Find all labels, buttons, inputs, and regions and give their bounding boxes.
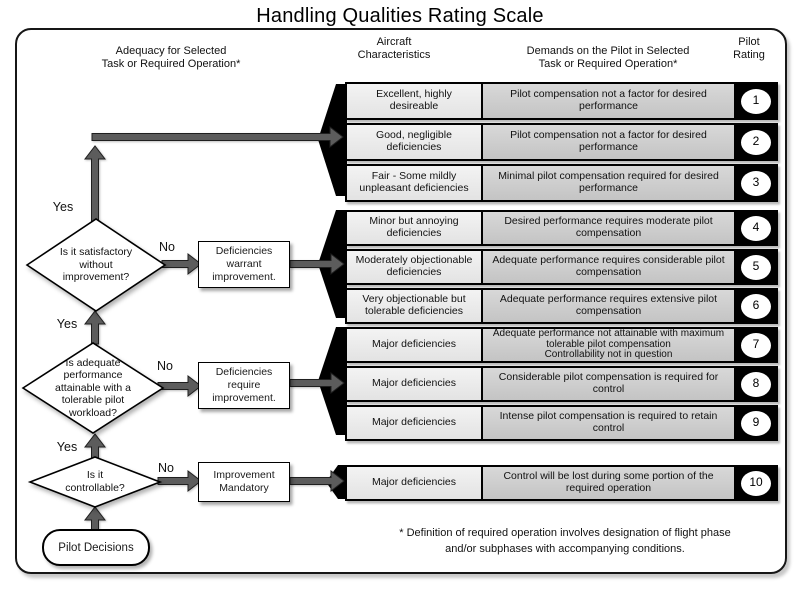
rating-cell-5: 5 <box>734 251 776 283</box>
rating-row-1: Excellent, highly desireable Pilot compe… <box>345 82 778 120</box>
decision-question-2: Is adequate performance attainable with … <box>55 356 131 419</box>
rating-cell-9: 9 <box>734 407 776 439</box>
diagram-border <box>15 28 787 574</box>
rating-group-1: Excellent, highly desireable Pilot compe… <box>345 82 778 202</box>
rating-cell-8: 8 <box>734 368 776 400</box>
action-box-deficiencies-require: Deficiencies require improvement. <box>198 362 290 409</box>
arrow-no-1 <box>161 252 202 276</box>
pilot-demands-5: Adequate performance requires considerab… <box>481 251 734 283</box>
aircraft-characteristics-1: Excellent, highly desireable <box>347 84 481 118</box>
arrow-no-3 <box>157 469 202 493</box>
rating-group-2: Minor but annoying deficiencies Desired … <box>345 210 778 324</box>
pilot-demands-2: Pilot compensation not a factor for desi… <box>481 125 734 159</box>
rating-row-8: Major deficiencies Considerable pilot co… <box>345 366 778 402</box>
rating-row-6: Very objectionable but tolerable deficie… <box>345 288 778 324</box>
arrow-to-group1 <box>91 125 344 149</box>
pilot-demands-4: Desired performance requires moderate pi… <box>481 212 734 244</box>
pilot-demands-10: Control will be lost during some portion… <box>481 467 734 499</box>
rating-cell-2: 2 <box>734 125 776 159</box>
rating-group-3: Major deficiencies Adequate performance … <box>345 327 778 441</box>
yes-label-3: Yes <box>56 440 78 454</box>
aircraft-characteristics-5: Moderately objectionable deficiencies <box>347 251 481 283</box>
rating-cell-10: 10 <box>734 467 776 499</box>
aircraft-characteristics-8: Major deficiencies <box>347 368 481 400</box>
no-label-1: No <box>159 240 175 254</box>
rating-row-3: Fair - Some mildly unpleasant deficienci… <box>345 164 778 202</box>
arrow-to-group4 <box>289 469 345 493</box>
no-label-2: No <box>157 359 173 373</box>
arrow-yes-up-2 <box>83 310 107 345</box>
rating-badge-2: 2 <box>741 129 771 155</box>
pilot-demands-3: Minimal pilot compensation required for … <box>481 166 734 200</box>
pilot-demands-1: Pilot compensation not a factor for desi… <box>481 84 734 118</box>
arrow-to-group2 <box>289 252 345 276</box>
yes-label-2: Yes <box>56 317 78 331</box>
column-header-aircraft-characteristics: Aircraft Characteristics <box>357 36 431 62</box>
pilot-demands-7: Adequate performance not attainable with… <box>481 328 734 361</box>
aircraft-characteristics-10: Major deficiencies <box>347 467 481 499</box>
aircraft-characteristics-9: Major deficiencies <box>347 407 481 439</box>
pilot-demands-6: Adequate performance requires extensive … <box>481 290 734 322</box>
arrow-to-group3 <box>289 371 345 395</box>
pilot-decisions-node: Pilot Decisions <box>42 529 150 566</box>
rating-cell-7: 7 <box>734 329 776 361</box>
rating-badge-10: 10 <box>741 470 771 496</box>
decision-diamond-controllable <box>27 456 163 508</box>
rating-badge-1: 1 <box>741 88 771 114</box>
rating-group-4: Major deficiencies Control will be lost … <box>345 465 778 501</box>
aircraft-characteristics-4: Minor but annoying deficiencies <box>347 212 481 244</box>
aircraft-characteristics-7: Major deficiencies <box>347 329 481 361</box>
aircraft-characteristics-6: Very objectionable but tolerable deficie… <box>347 290 481 322</box>
decision-question-3: Is it controllable? <box>65 469 125 494</box>
arrow-start-up <box>83 506 107 532</box>
rating-badge-9: 9 <box>741 410 771 436</box>
aircraft-characteristics-3: Fair - Some mildly unpleasant deficienci… <box>347 166 481 200</box>
column-header-pilot-rating: Pilot Rating <box>733 36 765 62</box>
yes-label-1: Yes <box>52 200 74 214</box>
no-label-3: No <box>158 461 174 475</box>
page-title: Handling Qualities Rating Scale <box>256 5 544 27</box>
column-header-adequacy: Adequacy for Selected Task or Required O… <box>101 45 241 71</box>
footnote: * Definition of required operation invol… <box>399 527 731 555</box>
rating-badge-4: 4 <box>741 215 771 241</box>
arrow-yes-up-3 <box>83 433 107 460</box>
rating-row-4: Minor but annoying deficiencies Desired … <box>345 210 778 246</box>
aircraft-characteristics-2: Good, negligible deficiencies <box>347 125 481 159</box>
column-header-demands: Demands on the Pilot in Selected Task or… <box>526 45 690 71</box>
rating-cell-4: 4 <box>734 212 776 244</box>
rating-badge-7: 7 <box>741 332 771 358</box>
pilot-demands-9: Intense pilot compensation is required t… <box>481 407 734 439</box>
decision-question-1: Is it satisfactory without improvement? <box>59 246 133 284</box>
rating-row-10: Major deficiencies Control will be lost … <box>345 465 778 501</box>
rating-badge-5: 5 <box>741 254 771 280</box>
rating-badge-8: 8 <box>741 371 771 397</box>
action-box-deficiencies-warrant: Deficiencies warrant improvement. <box>198 241 290 288</box>
action-box-improvement-mandatory: Improvement Mandatory <box>198 462 290 502</box>
decision-diamond-adequate-performance <box>21 342 165 434</box>
rating-badge-3: 3 <box>741 170 771 196</box>
rating-row-9: Major deficiencies Intense pilot compens… <box>345 405 778 441</box>
arrow-no-2 <box>157 374 202 398</box>
rating-row-5: Moderately objectionable deficiencies Ad… <box>345 249 778 285</box>
rating-cell-1: 1 <box>734 84 776 118</box>
arrow-yes-up-1 <box>83 145 107 223</box>
pilot-demands-8: Considerable pilot compensation is requi… <box>481 368 734 400</box>
rating-badge-6: 6 <box>741 293 771 319</box>
decision-diamond-satisfactory <box>25 218 167 312</box>
rating-row-2: Good, negligible deficiencies Pilot comp… <box>345 123 778 161</box>
rating-cell-3: 3 <box>734 166 776 200</box>
rating-row-7: Major deficiencies Adequate performance … <box>345 327 778 363</box>
rating-cell-6: 6 <box>734 290 776 322</box>
